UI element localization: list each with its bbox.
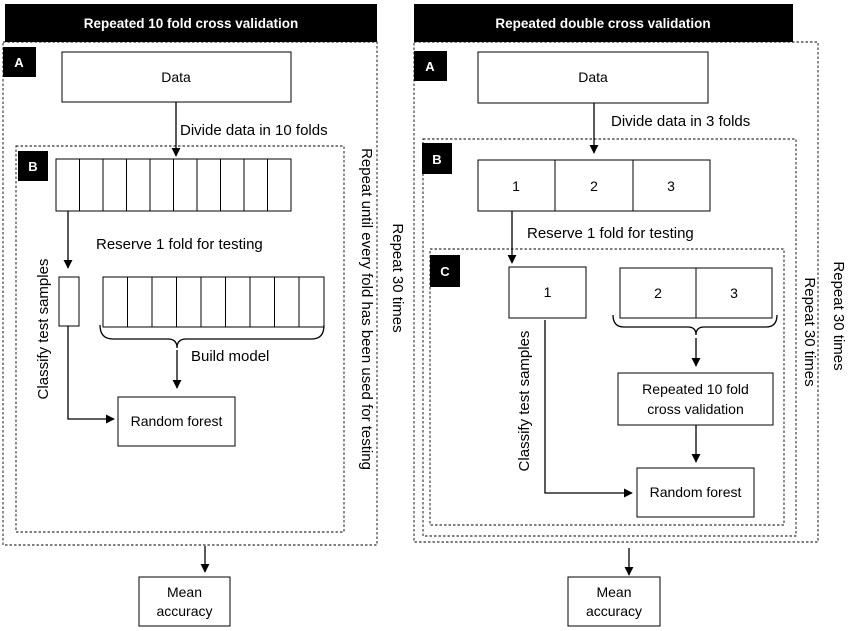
left-model-box — [117, 396, 236, 447]
right-model-label: Random forest — [650, 484, 742, 500]
left-reserve-text: Reserve 1 fold for testing — [96, 236, 263, 253]
left-divide-text: Divide data in 10 folds — [180, 122, 328, 139]
right-label-a-badge — [414, 51, 447, 81]
left-data-label: Data — [161, 69, 191, 85]
left-build-text: Build model — [191, 348, 269, 365]
right-cv-line2: cross validation — [647, 401, 744, 417]
right-repeat-inner: Repeat 30 times — [801, 277, 818, 386]
right-train-fold-2: 2 — [654, 285, 662, 301]
right-reserve-text: Reserve 1 fold for testing — [527, 225, 694, 242]
left-result-line2: accuracy — [156, 603, 212, 619]
left-header-bar — [5, 4, 377, 42]
right-test-fold: 1 — [544, 284, 552, 300]
right-train-fold-3: 3 — [730, 285, 738, 301]
right-data-box — [477, 51, 709, 104]
right-outer-frame — [413, 41, 819, 543]
right-panel: Repeated double cross validation A Data … — [413, 4, 847, 627]
left-label-a-badge — [3, 47, 36, 77]
right-repeat-outer: Repeat 30 times — [830, 261, 847, 370]
left-fold-dividers — [79, 159, 268, 211]
left-train-fold-dividers — [127, 277, 300, 327]
right-header-title: Repeated double cross validation — [495, 16, 710, 31]
right-header-bar — [414, 4, 793, 42]
left-header-title: Repeated 10 fold cross validation — [84, 16, 299, 31]
right-classify-text: Classify test samples — [516, 331, 533, 472]
right-result-line2: accuracy — [586, 603, 642, 619]
left-repeat-outer: Repeat 30 times — [389, 223, 406, 332]
left-label-b-badge — [18, 151, 48, 181]
right-train-brace — [612, 314, 778, 336]
right-inner-frame — [429, 248, 785, 526]
right-model-box — [636, 467, 755, 518]
right-fold-3: 3 — [667, 178, 675, 194]
left-test-fold — [58, 276, 80, 327]
left-outer-frame — [2, 41, 378, 546]
left-label-a: A — [14, 55, 24, 70]
left-arrow-classify — [67, 326, 115, 424]
right-fold-1: 1 — [512, 178, 520, 194]
right-label-c: C — [440, 264, 450, 279]
right-middle-frame — [422, 138, 797, 537]
left-classify-text: Classify test samples — [35, 259, 52, 400]
left-build-brace — [99, 324, 325, 349]
right-divide-text: Divide data in 3 folds — [611, 113, 750, 130]
left-result-line1: Mean — [167, 584, 202, 600]
left-result-box — [138, 576, 231, 627]
right-test-fold-box — [508, 266, 587, 319]
right-result-line1: Mean — [596, 584, 631, 600]
left-panel: Repeated 10 fold cross validation A Data… — [2, 4, 406, 627]
right-data-label: Data — [578, 69, 608, 85]
right-label-c-badge — [430, 255, 460, 287]
left-repeat-inner: Repeat until every fold has been used fo… — [358, 148, 375, 470]
right-label-b: B — [432, 152, 441, 167]
left-train-folds-row — [102, 276, 325, 328]
left-label-b: B — [28, 159, 37, 174]
right-label-a: A — [425, 59, 435, 74]
right-cv-line1: Repeated 10 fold — [642, 381, 749, 397]
right-cv-box — [617, 372, 774, 426]
left-model-label: Random forest — [131, 413, 223, 429]
right-arrow-classify — [544, 320, 633, 498]
right-folds-row — [477, 159, 711, 212]
left-inner-frame — [15, 145, 345, 533]
right-result-box — [567, 576, 661, 627]
right-label-b-badge — [422, 143, 452, 174]
right-fold-2: 2 — [590, 178, 598, 194]
